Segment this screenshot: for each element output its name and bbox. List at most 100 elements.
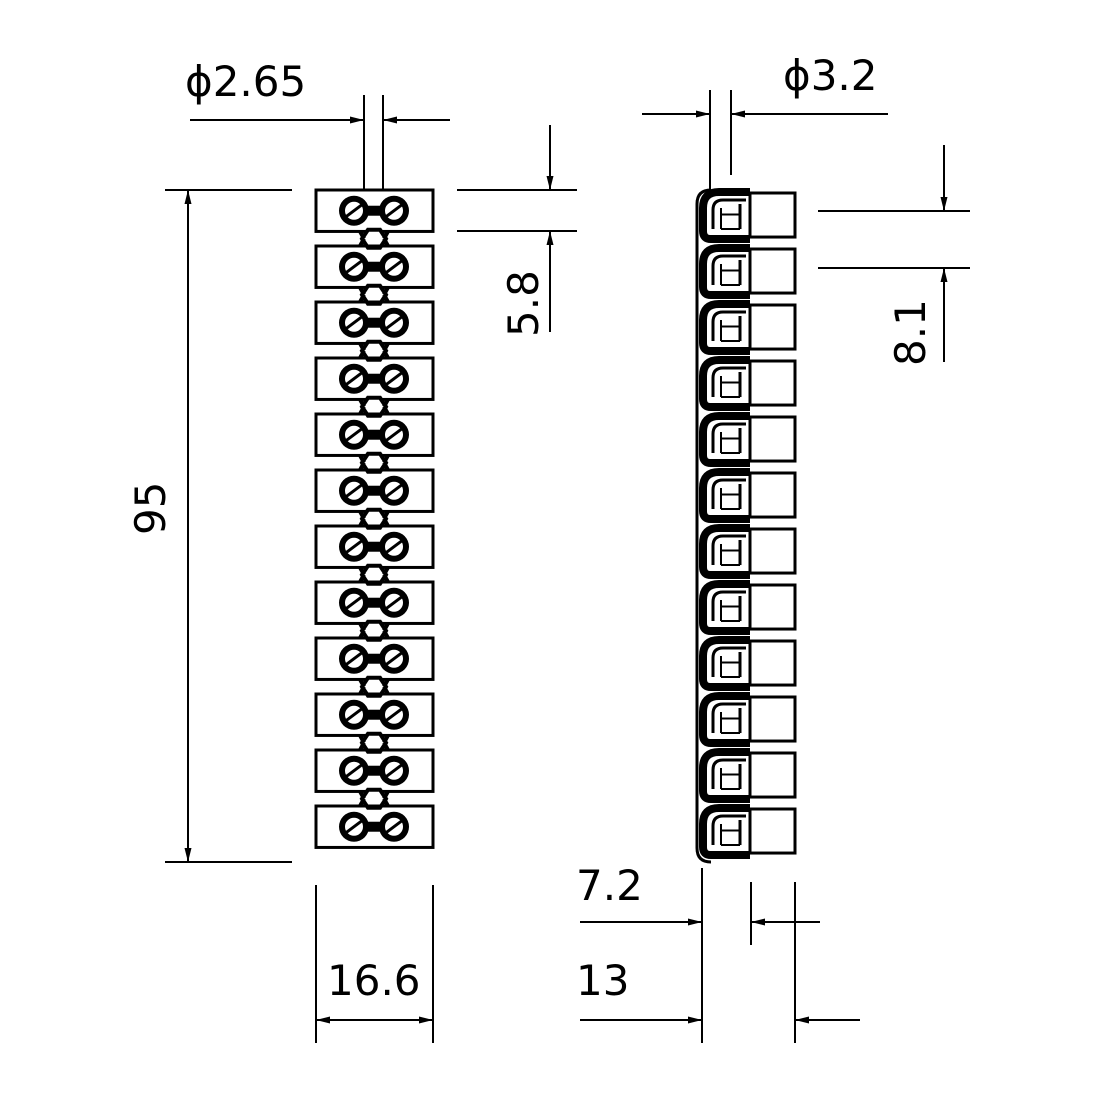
terminal-body — [314, 804, 435, 849]
connector-bridge — [354, 821, 394, 832]
hole-diameter-label: ϕ2.65 — [185, 57, 306, 106]
overall-length-label: 95 — [126, 482, 175, 535]
overall-length-dimension: 95 — [126, 189, 292, 863]
side-module — [699, 356, 797, 412]
clamp-outer — [699, 244, 750, 300]
clamp-outer — [699, 468, 750, 524]
wire-entry — [748, 415, 797, 463]
front-view — [314, 188, 435, 849]
link-strut — [358, 678, 366, 688]
link-strut — [382, 510, 390, 520]
link-strut — [358, 734, 366, 744]
clamp-outer — [699, 412, 750, 468]
link-strut — [382, 790, 390, 800]
screw-slot — [345, 371, 363, 386]
screw-slot — [345, 763, 363, 778]
connector-bridge — [354, 765, 394, 776]
clamp-outer — [699, 748, 750, 804]
inner-depth-dimension: 7.2 — [576, 861, 820, 1043]
side-module — [699, 244, 797, 300]
side-module — [699, 804, 797, 860]
module-height-dimension: 8.1 — [818, 145, 970, 366]
side-module — [699, 636, 797, 692]
clamp-outer — [699, 300, 750, 356]
wire-entry — [748, 471, 797, 519]
side-module — [699, 468, 797, 524]
connector-bridge — [354, 709, 394, 720]
side-module — [699, 580, 797, 636]
screw-slot — [385, 651, 403, 666]
side-module — [699, 412, 797, 468]
clamp-outer — [699, 636, 750, 692]
pitch-dimension: 5.8 — [457, 125, 577, 337]
screw-slot — [385, 371, 403, 386]
link-strut — [358, 286, 366, 296]
link-strut — [382, 230, 390, 240]
link-strut — [382, 678, 390, 688]
terminal-module — [314, 804, 435, 849]
hole-diameter-dimension: ϕ2.65 — [185, 57, 450, 190]
wire-entry — [748, 191, 797, 239]
screw-slot — [345, 259, 363, 274]
side-view — [695, 188, 797, 864]
screw-slot — [385, 539, 403, 554]
clamp-inner — [711, 590, 746, 622]
connector-bridge — [354, 653, 394, 664]
side-module — [699, 524, 797, 580]
link-strut — [358, 790, 366, 800]
wire-entry — [748, 359, 797, 407]
side-dimensions: ϕ3.2 8.1 7.2 13 — [576, 51, 970, 1043]
connector-bridge — [354, 261, 394, 272]
connector-bridge — [354, 205, 394, 216]
side-module — [699, 748, 797, 804]
front-dimensions: ϕ2.65 5.8 95 16.6 — [126, 57, 577, 1043]
connector-bridge — [354, 429, 394, 440]
link-strut — [382, 398, 390, 408]
wire-entry — [748, 695, 797, 743]
screw-slot — [345, 819, 363, 834]
link-strut — [358, 454, 366, 464]
connector-bridge — [354, 597, 394, 608]
terminal-module — [314, 748, 435, 810]
clamp-inner — [711, 758, 746, 790]
pitch-label: 5.8 — [499, 270, 548, 337]
terminal-module — [314, 468, 435, 530]
screw-slot — [345, 315, 363, 330]
terminal-module — [314, 636, 435, 698]
wire-entry — [748, 247, 797, 295]
screw-slot — [345, 203, 363, 218]
clamp-inner — [711, 702, 746, 734]
connector-bridge — [354, 541, 394, 552]
link-strut — [382, 734, 390, 744]
clamp-inner — [711, 534, 746, 566]
clamp-outer — [699, 524, 750, 580]
clamp-outer — [699, 580, 750, 636]
side-module — [699, 300, 797, 356]
screw-slot — [345, 651, 363, 666]
clamp-outer — [699, 804, 750, 860]
clamp-outer — [699, 188, 750, 244]
screw-slot — [385, 595, 403, 610]
clamp-inner — [711, 814, 746, 846]
inner-depth-label: 7.2 — [576, 861, 643, 910]
side-module — [699, 188, 797, 244]
link-strut — [358, 566, 366, 576]
wire-entry — [748, 303, 797, 351]
link-strut — [382, 286, 390, 296]
screw-slot — [345, 595, 363, 610]
wire-entry — [748, 807, 797, 855]
terminal-module — [314, 244, 435, 306]
wire-entry — [748, 527, 797, 575]
width-dimension: 16.6 — [315, 885, 434, 1043]
terminal-module — [314, 188, 435, 250]
clamp-outer — [699, 692, 750, 748]
terminal-module — [314, 524, 435, 586]
clamp-inner — [711, 478, 746, 510]
module-height-label: 8.1 — [886, 299, 935, 366]
screw-slot — [385, 427, 403, 442]
screw-slot — [385, 315, 403, 330]
link-strut — [358, 398, 366, 408]
wire-entry — [748, 583, 797, 631]
link-strut — [358, 342, 366, 352]
